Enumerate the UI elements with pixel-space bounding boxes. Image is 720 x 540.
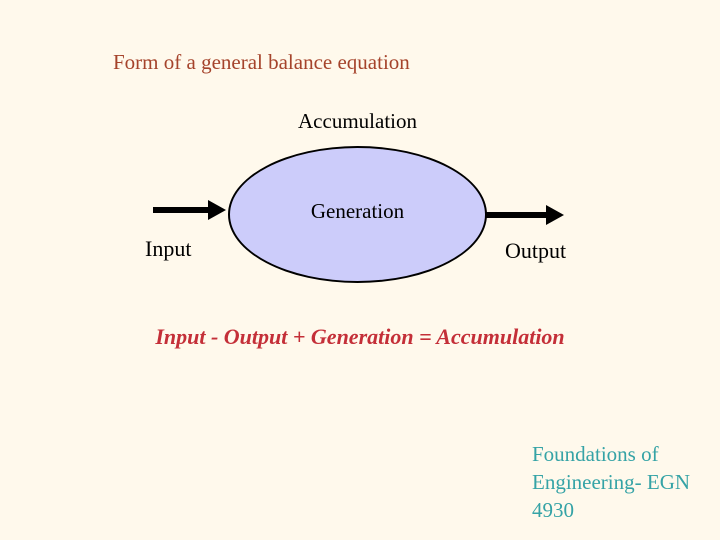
balance-equation: Input - Output + Generation = Accumulati… xyxy=(155,324,565,349)
footer-line-3: 4930 xyxy=(532,498,574,522)
output-arrow xyxy=(486,205,566,225)
output-arrow-head xyxy=(546,205,564,225)
footer-line-1: Foundations of xyxy=(532,442,659,466)
output-label: Output xyxy=(505,238,567,263)
generation-label: Generation xyxy=(310,199,405,223)
accumulation-label: Accumulation xyxy=(298,109,417,133)
slide-title: Form of a general balance equation xyxy=(113,50,410,74)
input-arrow-head xyxy=(208,200,226,220)
system-ellipse: Generation xyxy=(228,146,487,283)
input-arrow xyxy=(153,200,228,220)
course-footer: Foundations of Engineering- EGN 4930 xyxy=(532,440,720,524)
input-label: Input xyxy=(145,236,192,261)
footer-line-2: Engineering- EGN xyxy=(532,470,691,494)
input-arrow-shaft xyxy=(153,207,210,213)
output-arrow-shaft xyxy=(486,212,548,218)
